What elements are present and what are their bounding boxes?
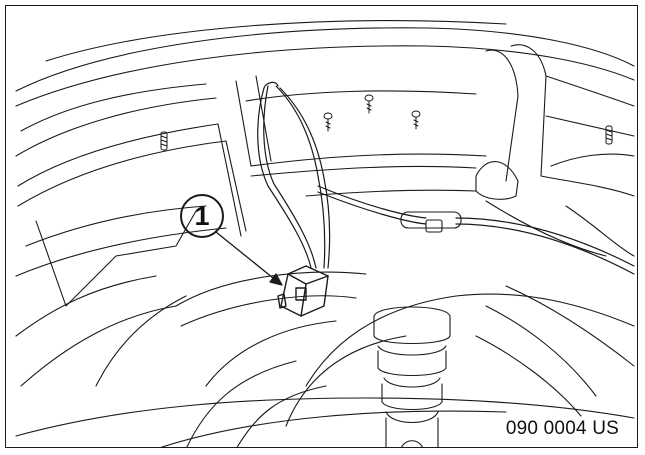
electrical-connector-icon [277, 265, 329, 317]
left-fender-panel [15, 123, 247, 387]
screw-right-icon [605, 125, 613, 145]
right-strut-tower [475, 44, 635, 257]
screw-mid1-icon [323, 112, 333, 132]
screw-mid3-icon [411, 110, 421, 130]
figure-code: 090 0004 US [505, 418, 619, 439]
upper-body-contours [15, 20, 635, 157]
figure-frame: 1 090 0004 US [5, 5, 638, 448]
callout-number-1: 1 [194, 201, 210, 231]
lower-sweep [15, 397, 635, 447]
suspension-bellows [373, 306, 451, 447]
screw-left-icon [160, 131, 168, 151]
harness-clip-icon [400, 211, 462, 233]
callout-leader [180, 194, 283, 286]
screw-mid2-icon [364, 94, 374, 114]
mounting-screws [160, 94, 613, 151]
wiring-harness [257, 81, 635, 275]
wheel-housing-illustration [15, 20, 635, 447]
center-panel-lines [235, 75, 487, 197]
lower-wheelhouse [175, 205, 635, 447]
